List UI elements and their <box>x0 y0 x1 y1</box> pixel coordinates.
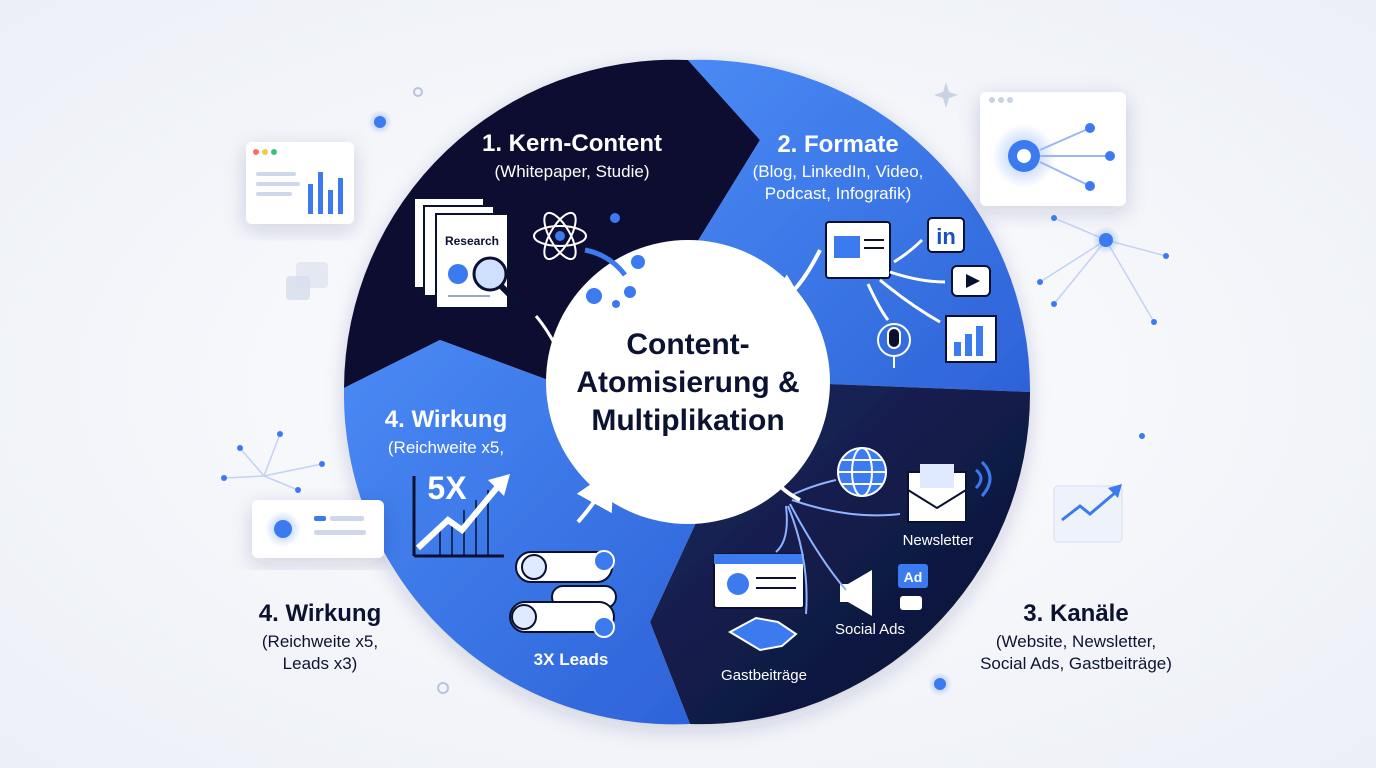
growth-chart-icon <box>412 474 510 558</box>
center-hub <box>546 240 830 524</box>
leads-list-icon <box>509 550 617 638</box>
newsletter-envelope-icon <box>907 460 992 523</box>
outer-kanaele-line2: Social Ads, Gastbeiträge) <box>980 654 1172 673</box>
kern-title: 1. Kern-Content <box>482 130 662 157</box>
trend-card-right <box>1053 484 1123 543</box>
outer-wirkung-title: 4. Wirkung <box>258 600 382 627</box>
podcast-microphone-icon <box>877 323 911 368</box>
outer-kanaele-title: 3. Kanäle <box>1023 600 1129 627</box>
outer-wirkung-line1: (Reichweite x5, <box>261 632 379 651</box>
website-browser-icon <box>713 553 805 609</box>
center-title-line3: Multiplikation <box>591 404 785 437</box>
browser-image-icon <box>825 221 891 279</box>
kern-subtitle: (Whitepaper, Studie) <box>494 162 650 181</box>
kern-return-arrow <box>534 315 562 355</box>
wirkung-return-arrow <box>576 468 614 524</box>
center-title-line1: Content- <box>626 328 750 361</box>
profile-card-left <box>252 500 384 558</box>
network-card-right <box>980 92 1126 206</box>
globe-icon <box>837 447 887 497</box>
linkedin-glyph: in <box>936 224 956 249</box>
outer-kanaele-line1: (Website, Newsletter, <box>995 632 1157 651</box>
newsletter-label: Newsletter <box>902 532 974 549</box>
kanaele-return-arrow <box>754 453 801 502</box>
particles-icon <box>586 213 645 308</box>
wirkung-title: 4. Wirkung <box>384 406 508 433</box>
infografik-chart-icon <box>945 315 997 363</box>
megaphone-icon <box>840 570 872 616</box>
outer-wirkung-line2: Leads x3) <box>282 654 358 673</box>
formate-arrows <box>866 238 946 324</box>
social-ads-label: Social Ads <box>834 621 906 638</box>
research-documents-icon <box>413 197 525 310</box>
formate-return-arrow <box>762 249 822 313</box>
formate-title: 2. Formate <box>777 131 899 158</box>
video-play-icon <box>951 265 991 297</box>
ad-badge-icon <box>898 564 928 588</box>
multiplier-label: 5X <box>427 470 467 506</box>
sparkle-icon <box>934 82 958 108</box>
research-label: Research <box>445 234 499 248</box>
kanaele-arrows <box>775 479 901 615</box>
wirkung-subtitle: (Reichweite x5, <box>387 438 505 457</box>
kern-arrow <box>584 247 627 277</box>
atom-icon <box>533 211 587 261</box>
leads-label: 3X Leads <box>533 650 609 669</box>
formate-subtitle-line2: Podcast, Infografik) <box>764 184 912 203</box>
handshake-icon <box>727 616 798 652</box>
gastbeitraege-label: Gastbeiträge <box>721 667 807 684</box>
formate-subtitle-line1: (Blog, LinkedIn, Video, <box>752 162 924 181</box>
chat-bubble-icon <box>900 596 922 610</box>
center-title-line2: Atomisierung & <box>576 366 800 399</box>
linkedin-icon <box>927 217 965 253</box>
ad-badge-label: Ad <box>904 569 923 585</box>
dashboard-card-left <box>246 142 354 224</box>
